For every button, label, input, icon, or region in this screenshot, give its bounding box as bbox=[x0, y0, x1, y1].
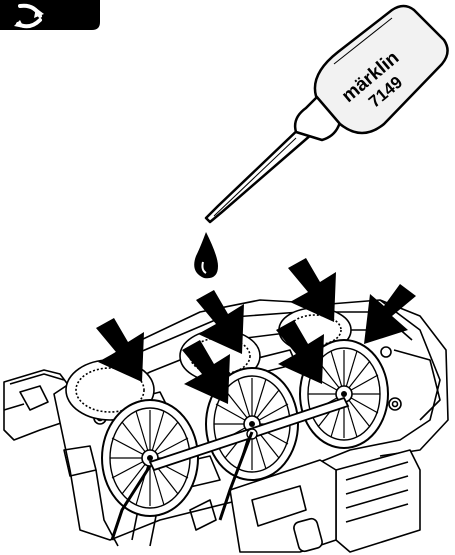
corner-badge bbox=[0, 0, 100, 30]
oil-drop bbox=[194, 232, 218, 278]
oil-bottle: märklin 7149 bbox=[206, 6, 448, 222]
